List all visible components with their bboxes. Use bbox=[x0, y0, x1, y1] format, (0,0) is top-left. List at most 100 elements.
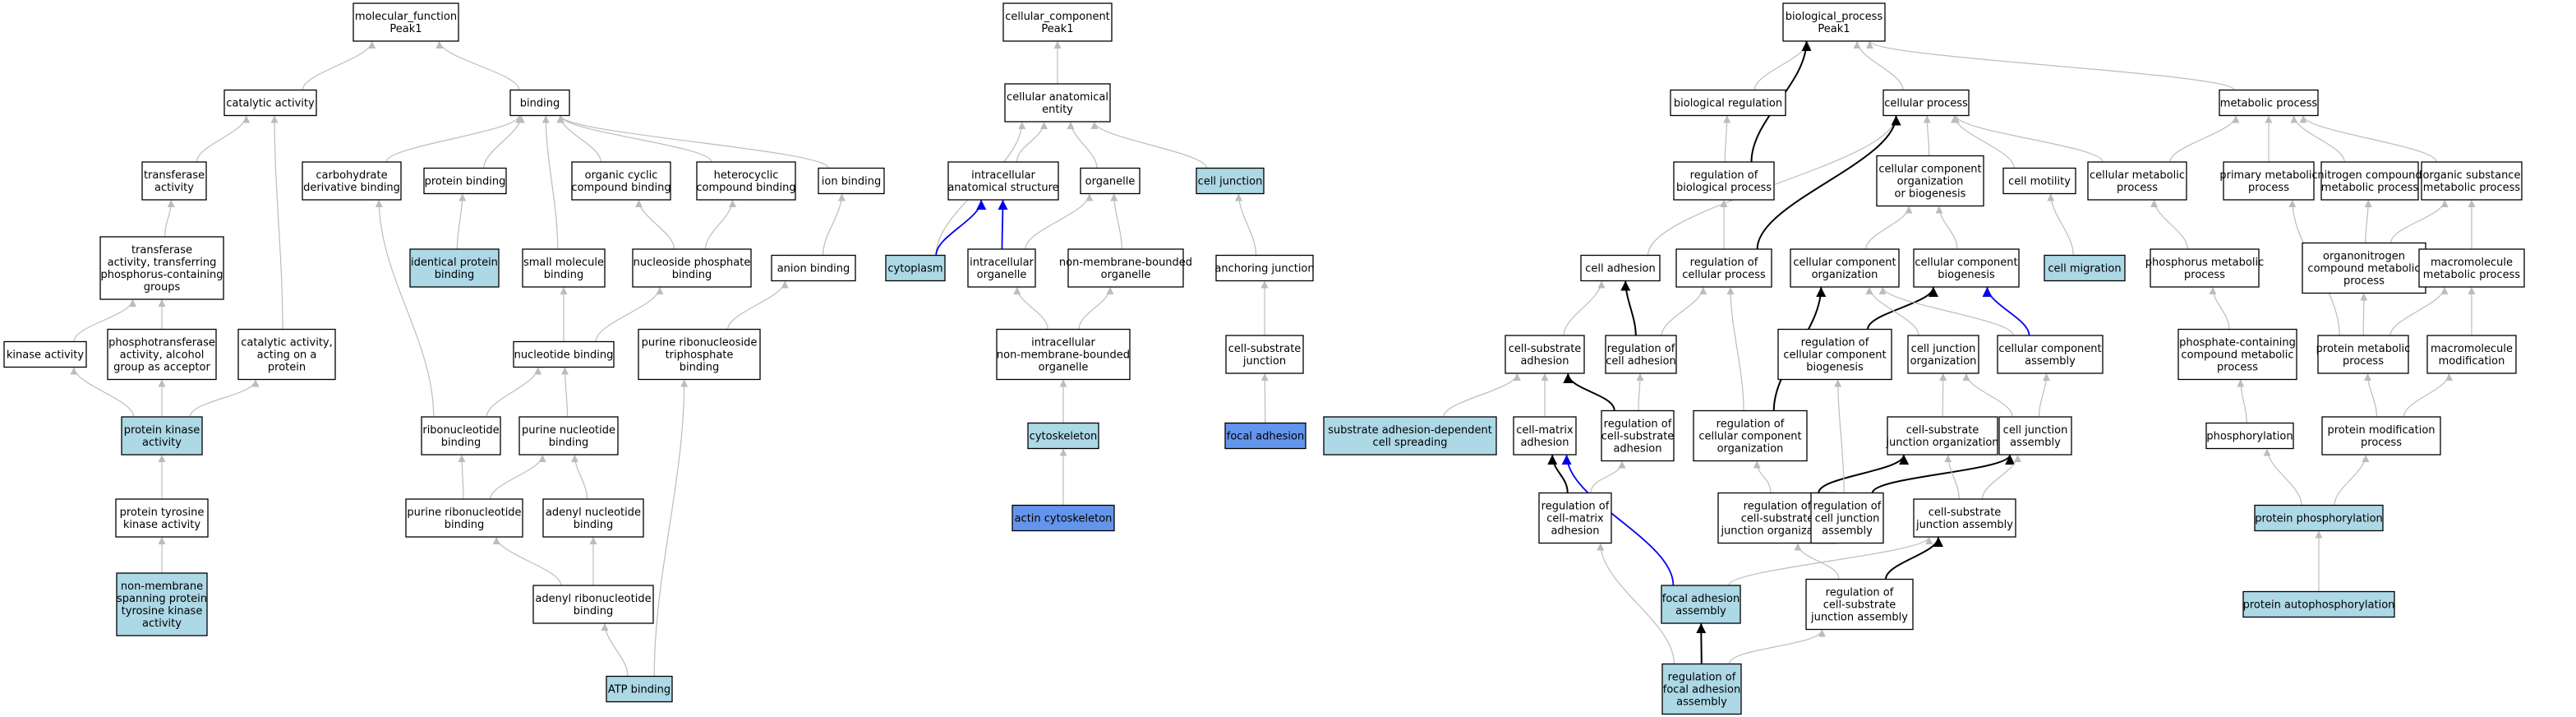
term-label-line: organization bbox=[1910, 355, 1977, 368]
term-label: actin cytoskeleton bbox=[1015, 513, 1113, 525]
term-label-line: cell junction bbox=[1198, 176, 1263, 188]
term-box bbox=[1913, 498, 2016, 538]
term-label-line: phosphorylation bbox=[2206, 431, 2293, 443]
term-box bbox=[1673, 161, 1775, 201]
term-label-line: cell junction bbox=[1815, 513, 1880, 525]
edge-ccob-to-cellproc bbox=[1923, 115, 1931, 156]
term-box bbox=[967, 248, 1036, 288]
term-label-line: organelle bbox=[1039, 362, 1089, 374]
edge-binding-to-mf bbox=[435, 40, 520, 90]
term-box bbox=[1805, 578, 1914, 631]
edge-carb-to-binding bbox=[385, 115, 523, 163]
term-box bbox=[1323, 416, 1497, 456]
term-label-line: non-membrane bbox=[121, 581, 203, 593]
term-node-anion: anion binding bbox=[771, 254, 856, 282]
term-box bbox=[571, 161, 671, 201]
edge-ccassembly-to-ccbio bbox=[1982, 286, 2030, 336]
term-box bbox=[947, 161, 1059, 201]
term-box bbox=[1998, 416, 2072, 456]
term-box bbox=[1505, 335, 1585, 374]
edge-cat_protein-to-catalytic bbox=[270, 115, 283, 330]
term-node-catalytic: catalytic activity bbox=[223, 89, 317, 117]
term-label-line: protein phosphorylation bbox=[2255, 513, 2383, 525]
term-label-line: cell motility bbox=[2008, 176, 2071, 188]
term-label-line: cell-substrate bbox=[1823, 599, 1896, 612]
term-label-line: binding bbox=[574, 605, 613, 618]
term-box bbox=[237, 328, 336, 381]
term-label-line: assembly bbox=[2025, 355, 2076, 368]
term-label-line: catalytic activity, bbox=[241, 337, 333, 349]
term-node-bioreg: biological regulation bbox=[1670, 89, 1786, 117]
term-label: cytoplasm bbox=[887, 263, 942, 275]
term-label-line: kinase activity bbox=[7, 349, 84, 362]
edge-hetero-to-binding bbox=[556, 115, 712, 163]
term-label-line: anchoring junction bbox=[1214, 263, 1314, 275]
term-box bbox=[1224, 422, 1306, 450]
edge-anchoring-to-celljunction bbox=[1235, 193, 1257, 256]
term-label-line: organelle bbox=[1085, 176, 1136, 188]
term-label-line: biogenesis bbox=[1938, 269, 1995, 281]
edge-celljunction-to-cae bbox=[1090, 121, 1207, 169]
term-label: cell motility bbox=[2008, 176, 2071, 188]
term-label-line: cellular component bbox=[1878, 164, 1981, 176]
term-label-line: adhesion bbox=[1613, 443, 1661, 456]
term-label-line: intracellular bbox=[970, 257, 1034, 269]
term-label-line: non-membrane-bounded bbox=[997, 349, 1130, 362]
term-node-cytoplasm: cytoplasm bbox=[885, 254, 946, 282]
edge-nucphos-to-orgcyc bbox=[635, 199, 675, 250]
edge-purribotri-to-anion bbox=[727, 280, 789, 330]
term-label-line: protein autophosphorylation bbox=[2243, 599, 2395, 612]
term-label-line: entity bbox=[1042, 104, 1073, 116]
term-label-line: cellular component bbox=[1793, 257, 1896, 269]
term-box bbox=[409, 248, 500, 288]
term-label-line: groups bbox=[144, 281, 181, 294]
term-label: ion binding bbox=[822, 176, 881, 188]
edge-pkinase-to-kinase bbox=[70, 367, 135, 418]
term-label: ATP binding bbox=[608, 684, 670, 696]
term-label-line: regulation of bbox=[1604, 419, 1672, 431]
edge-migration-to-motility bbox=[2047, 193, 2074, 256]
term-box bbox=[1215, 254, 1314, 282]
term-label-line: acting on a bbox=[257, 349, 317, 362]
term-label-line: macromolecule bbox=[2431, 257, 2513, 269]
term-label-line: small molecule bbox=[523, 257, 604, 269]
term-box bbox=[1538, 492, 1612, 544]
term-box bbox=[1513, 416, 1577, 456]
term-label-line: organic substance bbox=[2423, 169, 2521, 182]
edge-regcsjorg-to-regccorg bbox=[1753, 460, 1772, 493]
term-node-actin: actin cytoskeleton bbox=[1012, 504, 1115, 532]
edge-regcjassembly-to-cjassembly bbox=[1871, 454, 2016, 493]
term-label-line: process bbox=[2217, 362, 2258, 374]
term-box bbox=[423, 167, 507, 195]
term-box bbox=[1580, 254, 1661, 282]
term-label-line: cell-substrate bbox=[1601, 431, 1675, 443]
term-label-line: activity bbox=[142, 437, 182, 449]
term-label-line: regulation of bbox=[1813, 501, 1882, 513]
